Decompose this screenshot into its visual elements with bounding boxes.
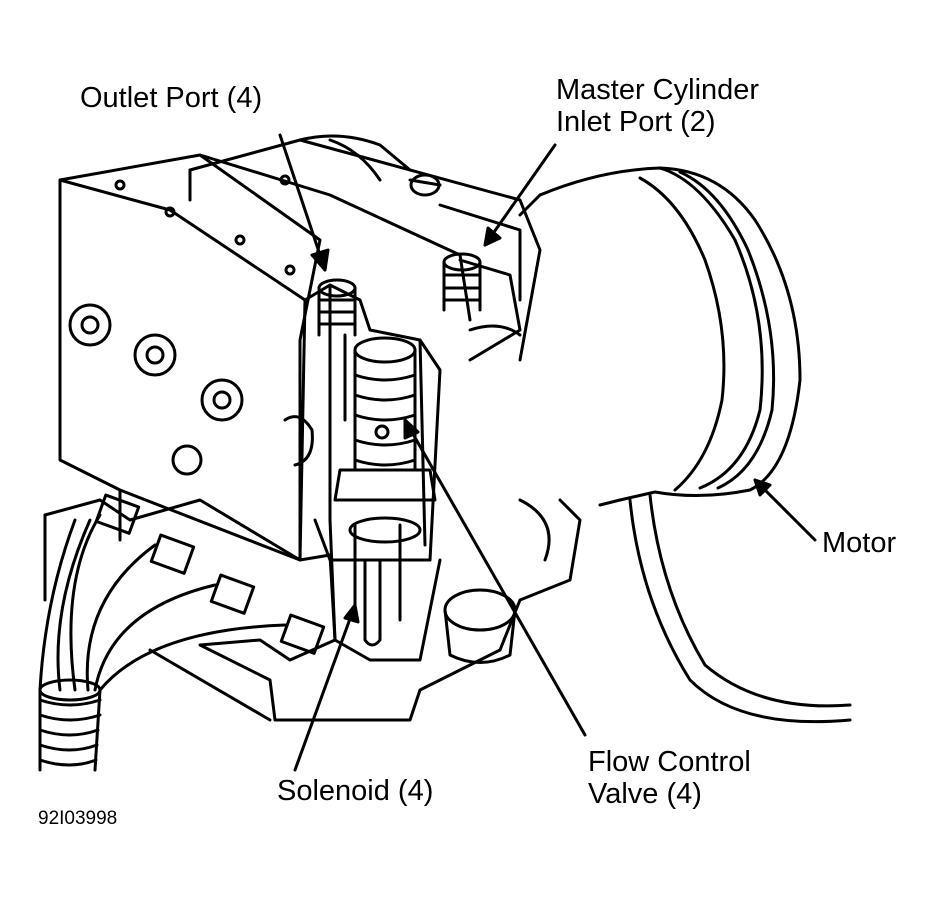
flow-control-leader (403, 418, 587, 737)
motor-label: Motor (822, 527, 896, 559)
master-cylinder-leader (483, 143, 557, 247)
flow-control-text-line2: Valve (4) (588, 778, 702, 810)
motor-text: Motor (822, 527, 897, 559)
flow-control-valve (333, 336, 437, 502)
motor-arrowhead (753, 478, 772, 497)
master-cylinder-text-line1: Master Cylinder (556, 74, 760, 106)
solenoid-text: Solenoid (4) (277, 775, 434, 807)
motor-wire (628, 493, 852, 724)
leader-lines (278, 133, 817, 772)
solenoid-leader (293, 603, 357, 772)
base-plate (43, 498, 582, 722)
outlet-port-text: Outlet Port (4) (80, 82, 263, 114)
flow-control-valve-label: Flow Control Valve (4) (588, 746, 751, 810)
flow-control-text-line1: Flow Control (588, 746, 751, 778)
figure-id-label: 92I03998 (38, 808, 118, 829)
flow-control-arrowhead (403, 418, 420, 440)
outlet-port-arrowhead (310, 248, 330, 272)
outlet-port-fitting (317, 278, 357, 422)
master-cylinder-label: Master Cylinder Inlet Port (2) (556, 74, 759, 138)
master-cylinder-inlet-fitting (442, 252, 482, 312)
rear-housing (188, 134, 542, 362)
wire-harness (38, 493, 326, 772)
outlet-port-label: Outlet Port (4) (80, 82, 262, 114)
master-cylinder-text-line2: Inlet Port (2) (556, 106, 716, 138)
solenoid-label: Solenoid (4) (277, 775, 433, 807)
solenoid-arrowhead (343, 603, 360, 624)
motor-housing (518, 166, 802, 507)
master-cylinder-arrowhead (483, 226, 502, 247)
outlet-port-leader (278, 133, 327, 272)
